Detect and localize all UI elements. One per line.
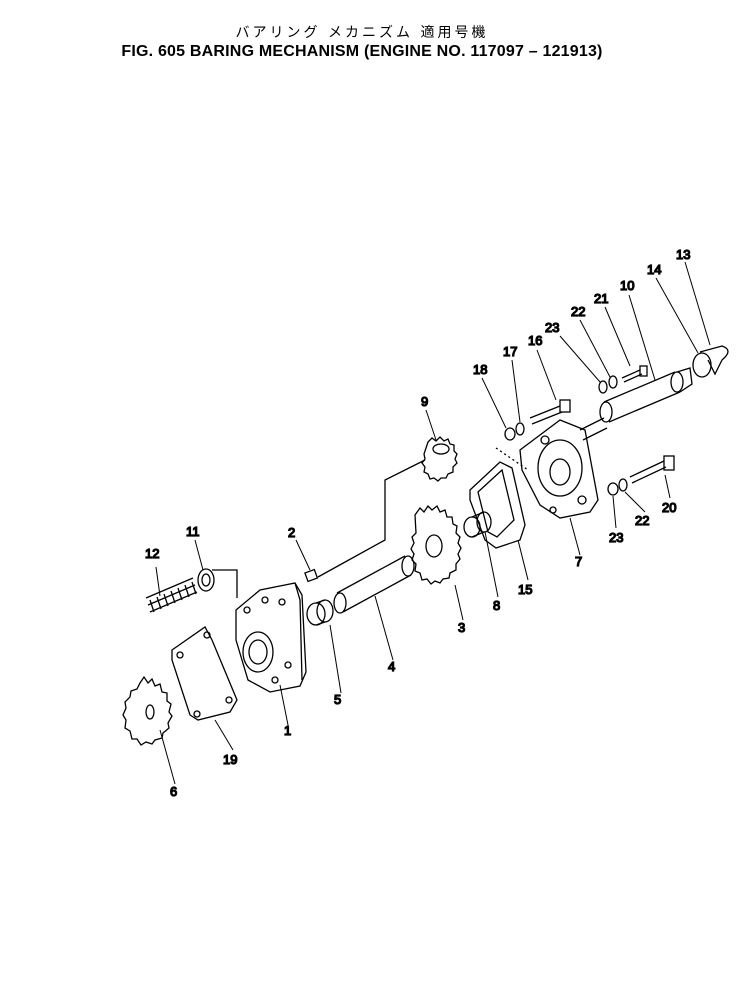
callout-7: 7 — [575, 554, 582, 569]
callout-10: 10 — [620, 278, 634, 293]
callout-11: 11 — [186, 524, 200, 539]
part-11-nut — [197, 568, 215, 592]
part-12-spring — [145, 577, 198, 613]
leader-lines — [155, 261, 711, 785]
callout-19: 19 — [223, 752, 237, 767]
part-22-washer-upper — [608, 375, 618, 389]
part-9-gear — [421, 436, 458, 482]
callout-17: 17 — [503, 344, 517, 359]
part-23-washer-upper — [598, 380, 608, 394]
callout-21: 21 — [594, 291, 608, 306]
part-6-gear — [122, 675, 173, 746]
callout-20: 20 — [662, 500, 676, 515]
part-22-washer-lower — [618, 478, 628, 492]
callout-6: 6 — [170, 784, 177, 799]
title-japanese: バアリング メカニズム 適用号機 — [235, 25, 489, 41]
callout-4: 4 — [388, 659, 395, 674]
part-17-lock-washer — [515, 422, 525, 436]
part-10-shaft — [579, 367, 693, 441]
part-5-bushing — [306, 599, 334, 626]
part-14-ring — [692, 352, 712, 378]
part-4-shaft — [333, 555, 415, 614]
callout-22-lower: 22 — [635, 513, 649, 528]
callout-14: 14 — [647, 262, 661, 277]
part-1-housing — [212, 569, 307, 693]
callout-1: 1 — [284, 723, 291, 738]
callout-3: 3 — [458, 620, 465, 635]
callout-23-lower: 23 — [609, 530, 623, 545]
callout-18: 18 — [473, 362, 487, 377]
part-15-gasket — [469, 461, 526, 549]
part-7-cover — [495, 419, 599, 519]
figure-title: FIG. 605 BARING MECHANISM (ENGINE NO. 11… — [121, 43, 603, 60]
callout-15: 15 — [518, 582, 532, 597]
callout-12: 12 — [145, 546, 159, 561]
callout-22-upper: 22 — [571, 304, 585, 319]
callout-13: 13 — [676, 247, 690, 262]
part-3-gear — [410, 504, 462, 585]
part-19-gasket — [171, 626, 238, 721]
part-2-plug — [304, 568, 319, 583]
callout-23-upper: 23 — [545, 320, 559, 335]
leader-axis-line — [317, 459, 426, 578]
callout-16: 16 — [528, 333, 542, 348]
callout-9: 9 — [421, 394, 428, 409]
part-18-washer — [504, 427, 516, 441]
part-16-bolt — [529, 399, 571, 425]
part-20-bolt — [629, 455, 675, 484]
callout-2: 2 — [288, 525, 295, 540]
part-21-bolt — [621, 365, 648, 383]
callout-5: 5 — [334, 692, 341, 707]
part-23-washer-lower — [607, 482, 619, 496]
part-8-bushing — [463, 511, 492, 538]
part-13-clip — [699, 345, 729, 376]
callout-8: 8 — [493, 598, 500, 613]
